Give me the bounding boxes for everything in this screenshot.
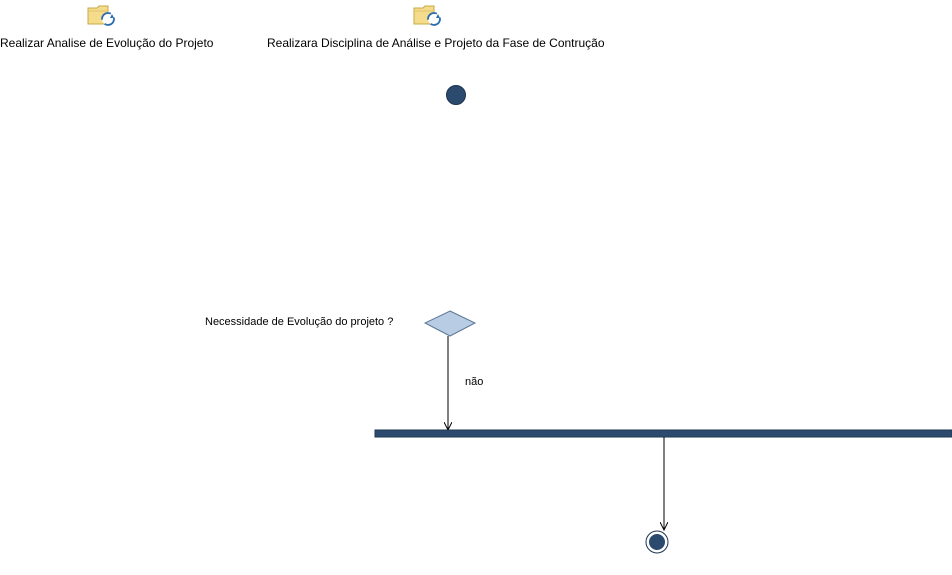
decision-question-label: Necessidade de Evolução do projeto ? (205, 316, 394, 328)
process-folder-icon[interactable] (87, 5, 115, 26)
activity-label: Realizara Disciplina de Análise e Projet… (267, 36, 605, 50)
process-folder-icon[interactable] (413, 5, 441, 26)
branch-label: não (465, 376, 484, 388)
final-node[interactable] (645, 530, 669, 554)
join-bar[interactable] (374, 429, 952, 438)
decision-node[interactable] (423, 310, 477, 337)
initial-node[interactable] (446, 85, 466, 105)
activity-label: Realizar Analise de Evolução do Projeto (0, 36, 214, 50)
